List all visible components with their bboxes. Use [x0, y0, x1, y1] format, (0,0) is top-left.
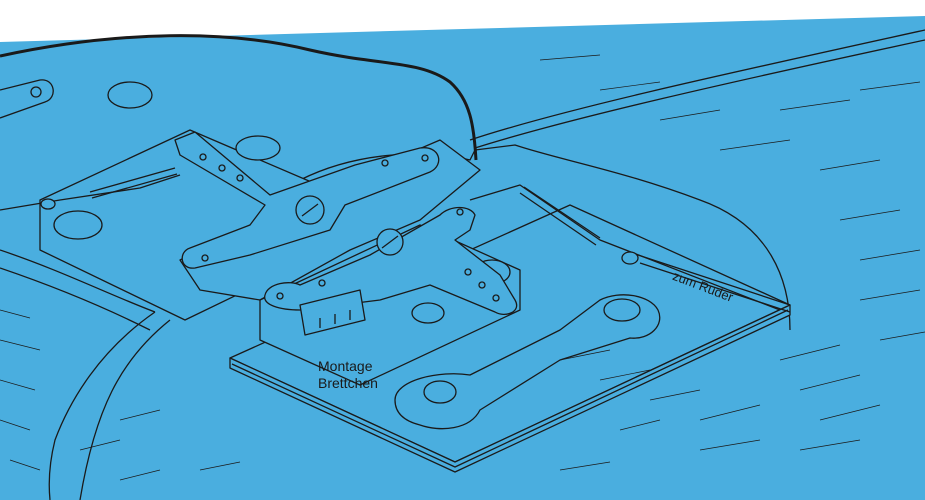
servo-mount-hole	[235, 135, 281, 161]
arm-pivot	[30, 86, 42, 98]
horn-hole	[456, 208, 464, 216]
wing-edge-line	[469, 29, 925, 141]
horn-hole	[199, 153, 207, 161]
lower-curve-2	[79, 319, 171, 500]
horn-hole	[464, 268, 472, 276]
servo-mount-hole	[603, 298, 641, 322]
hatching	[559, 344, 881, 471]
servo-mount-hole	[423, 380, 457, 404]
horn-hole	[318, 279, 326, 287]
hatching	[0, 309, 241, 481]
left-curved-surface	[0, 249, 156, 313]
montage-label-line2: Brettchen	[318, 375, 378, 391]
pushrod-connector	[40, 198, 56, 210]
left-curved-surface-2	[0, 267, 151, 331]
pushrod-connector	[621, 251, 639, 265]
pushrod-left	[0, 174, 181, 211]
mounting-board-side	[229, 304, 791, 473]
wire-line	[0, 34, 478, 161]
screw-slot	[381, 235, 399, 249]
pushrod-left-2	[89, 167, 178, 199]
horn-hole	[421, 154, 429, 162]
rudder-cable	[637, 254, 791, 313]
horn-hole	[492, 294, 500, 302]
horn-hole	[236, 174, 244, 182]
wing-edge-line-2	[474, 39, 925, 149]
servo-connector-block	[299, 289, 366, 336]
pushrod-rudder	[469, 184, 781, 311]
servo-mount-hole	[411, 302, 445, 324]
hatching	[539, 54, 925, 341]
servo-mount-hole	[53, 210, 103, 240]
horn-hole	[201, 254, 209, 262]
servo-plate-front	[394, 294, 661, 430]
horn-hole	[381, 159, 389, 167]
paper-margin	[0, 0, 925, 42]
montage-label-line1: Montage	[318, 358, 373, 374]
servo-horn-front	[264, 206, 518, 315]
lower-curve	[48, 311, 156, 500]
horn-hole	[276, 292, 284, 300]
mounting-board-edge	[231, 309, 789, 468]
pushrod-rudder-2	[519, 186, 601, 246]
horn-hole	[478, 281, 486, 289]
horn-hole	[218, 164, 226, 172]
mounting-board-label: Montage Brettchen	[318, 358, 378, 392]
servo-mount-hole	[107, 81, 153, 109]
connector-pins	[319, 310, 351, 328]
screw-slot	[301, 203, 319, 217]
